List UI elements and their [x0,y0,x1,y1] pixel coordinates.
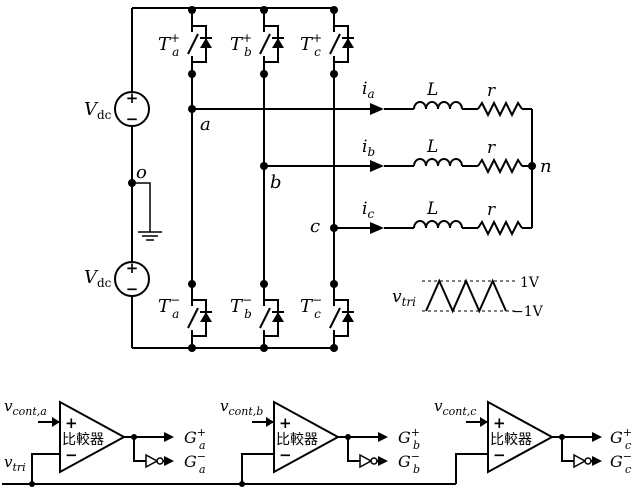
inductor-label: L [426,80,438,100]
Ga-minus-label: G−a [184,450,206,476]
midpoint-ground: o [128,162,162,241]
node-b-label: b [270,172,282,193]
vtri-input-label: vtri [4,453,26,474]
label-Tb-plus: T+b [230,31,252,59]
switch-Tc-plus [329,5,355,79]
phase-labels: ia L r ib L r ic L r [362,79,496,221]
label-Ta-plus: T+a [158,31,180,59]
carrier-max-label: 1V [520,275,540,291]
switch-Tc-minus [329,279,355,353]
vdc-label: Vdc [84,99,112,122]
comparator-a: + − 比較器 vcont,a G+a G−a [4,397,206,476]
current-ib-label: ib [362,137,375,159]
carrier-min-label: −1V [512,304,544,320]
carrier-waveform [425,278,507,314]
phase-a [188,101,532,116]
comparator-body-label: 比較器 [276,432,318,448]
switch-Tb-minus [259,279,285,353]
phase-c [330,220,532,235]
cmp-plus: + [279,414,292,432]
label-Tb-minus: T−b [230,293,252,321]
resistor-label: r [487,200,496,220]
Gc-plus-label: G+c [610,426,632,452]
switch-Ta-minus [187,279,213,353]
source-plus: + [126,259,139,277]
cmp-minus: − [493,446,506,464]
vtri-bus: vtri [2,453,488,487]
dc-source-top: + − Vdc [84,89,150,128]
vcont-b-label: vcont,b [220,397,263,418]
cmp-plus: + [493,414,506,432]
switch-Tb-plus [259,5,285,79]
dc-source-bottom: + − Vdc [84,259,150,298]
switch-labels: T+a T+b T+c T−a T−b T−c [158,31,322,321]
inductor-label: L [426,137,438,157]
current-ia-label: ia [362,79,375,101]
vdc-label: Vdc [84,267,112,290]
source-minus: − [126,280,139,298]
Gb-minus-label: G−b [398,450,420,476]
Gb-plus-label: G+b [398,426,420,452]
source-minus: − [126,110,139,128]
comparator-body-label: 比較器 [490,432,532,448]
cmp-minus: − [279,446,292,464]
Gc-minus-label: G−c [610,450,632,476]
node-labels: a b c n [200,114,552,237]
cmp-minus: − [65,446,78,464]
label-Tc-plus: T+c [300,31,322,59]
comparator-body-label: 比較器 [62,432,104,448]
triangle-carrier: 1V −1V vtri [392,275,544,320]
resistor-label: r [487,138,496,158]
comparator-b: + − 比較器 vcont,b G+b G−b [220,397,420,476]
node-n-label: n [540,156,552,177]
source-plus: + [126,89,139,107]
neutral-bus [528,109,536,228]
phase-b [260,158,532,173]
cmp-plus: + [65,414,78,432]
current-ic-label: ic [362,199,374,221]
dc-bus [131,7,334,349]
node-a-label: a [200,114,211,135]
leg-wires [191,74,335,284]
Ga-plus-label: G+a [184,426,206,452]
vcont-a-label: vcont,a [4,397,47,418]
carrier-label: vtri [392,287,416,309]
switch-Ta-plus [187,5,213,79]
vcont-c-label: vcont,c [434,397,476,418]
label-Tc-minus: T−c [300,293,322,321]
comparator-c: + − 比較器 vcont,c G+c G−c [434,397,632,476]
inductor-label: L [426,199,438,219]
resistor-label: r [487,81,496,101]
node-o-label: o [136,162,147,183]
node-c-label: c [310,216,320,237]
label-Ta-minus: T−a [158,293,180,321]
